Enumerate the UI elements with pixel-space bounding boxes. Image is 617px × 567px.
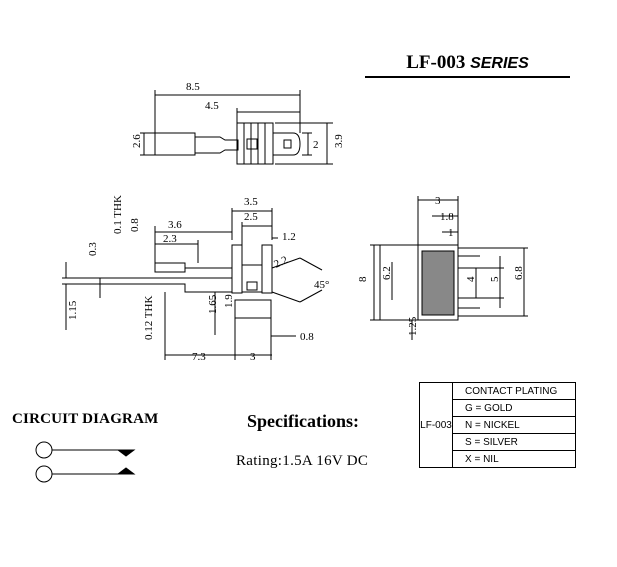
dim-top-tab-width: 2 [313,139,319,151]
part-number: LF-003 [406,52,466,73]
side-view [62,208,323,360]
rating-text: Rating:1.5A 16V DC [236,453,369,469]
dim-top-length: 8.5 [186,81,200,93]
dim-side-7-3: 7.3 [192,351,206,363]
dim-end-6-8: 6.8 [513,266,525,280]
dim-side-1-9: 1.9 [223,294,235,308]
dim-side-0-8: 0.8 [300,331,314,343]
dim-top-pin-width: 2.6 [131,134,143,148]
dim-side-3: 3 [250,351,256,363]
plating-option: X = NIL [452,450,576,468]
dim-side-3-6: 3.6 [168,219,182,231]
dim-side-2-3: 2.3 [163,233,177,245]
dim-side-thk: 0.1 THK [112,195,124,234]
dim-side-2-5: 2.5 [244,211,258,223]
dim-top-body: 4.5 [205,100,219,112]
dim-side-0-3: 0.3 [87,242,99,256]
dim-top-height: 3.9 [333,134,345,148]
dim-side-0-8-top: 0.8 [129,218,141,232]
dim-side-angle: 45° [314,279,329,291]
dim-end-5: 5 [489,276,501,282]
plating-option: G = GOLD [452,399,576,417]
plating-header: CONTACT PLATING [452,382,576,400]
drawing-title: LF-003 SERIES [365,52,570,78]
dim-end-1: 1 [448,227,454,239]
dim-side-2-2: 2.2 [272,254,290,271]
contact-plating-table: LF-003 CONTACT PLATING G = GOLD N = NICK… [419,382,576,468]
series-cell: LF-003 [419,382,453,468]
series-word: SERIES [470,55,529,72]
circuit-diagram-label: CIRCUIT DIAGRAM [12,411,159,427]
specifications-heading: Specifications: [247,411,359,431]
dim-end-8: 8 [357,276,369,282]
end-view [370,196,528,340]
dim-end-1-25: 1.25 [407,316,419,336]
dim-side-1-65: 1.65 [207,294,219,314]
plating-option: S = SILVER [452,433,576,451]
dim-end-6-2: 6.2 [381,266,393,280]
top-view [140,90,333,165]
dimension-labels: 8.5 4.5 2.6 2 3.9 3.5 2.5 3.6 2.3 1.2 2.… [67,81,525,363]
dim-side-3-5: 3.5 [244,196,258,208]
dim-side-1-2: 1.2 [282,231,296,243]
dim-end-1-8: 1.8 [440,211,454,223]
dim-side-1-15: 1.15 [67,300,79,320]
dim-end-4: 4 [465,276,477,282]
plating-option: N = NICKEL [452,416,576,434]
dim-end-3: 3 [435,195,441,207]
circuit-diagram-symbol [35,441,136,483]
dim-side-thk-bottom: 0.12 THK [143,296,155,340]
